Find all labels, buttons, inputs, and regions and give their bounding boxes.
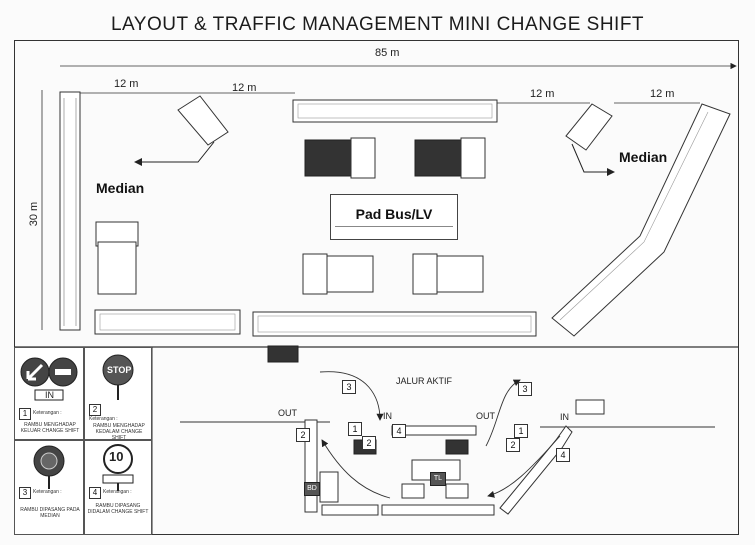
tag-bd: BD	[304, 482, 320, 496]
sign-2-caption: RAMBU MENGHADAP KEDALAM CHANGE SHIFT	[93, 423, 145, 441]
speed-limit-sign-icon	[102, 444, 134, 491]
sign-1-number: 1	[19, 408, 31, 420]
in-arrow-sign-icon	[20, 357, 78, 401]
sign-3-caption: RAMBU DIPASANG PADA MEDIAN	[20, 507, 80, 519]
tag-3-right: 3	[518, 382, 532, 396]
dim-seg1: 12 m	[114, 78, 139, 90]
out-right-label: OUT	[476, 411, 495, 421]
tag-tl: TL	[430, 472, 446, 486]
diagram-frame	[14, 40, 739, 535]
tag-2-out: 2	[296, 428, 310, 442]
dim-seg4: 12 m	[650, 88, 675, 100]
sign-cell-2: STOP 2 Keterangan : RAMBU MENGHADAP KEDA…	[84, 347, 152, 441]
pad-bus-lv: Pad Bus/LV	[330, 194, 458, 240]
tag-1-right: 1	[514, 424, 528, 438]
sign-3-caption-label: Keterangan :	[33, 489, 62, 495]
sign-4-caption-label: Keterangan :	[103, 489, 132, 495]
page-title: LAYOUT & TRAFFIC MANAGEMENT MINI CHANGE …	[110, 14, 645, 35]
tag-4-right: 4	[556, 448, 570, 462]
sign-2-text: STOP	[107, 365, 132, 375]
tag-2-right: 2	[506, 438, 520, 452]
sign-2-caption-label: Keterangan :	[89, 416, 118, 422]
sign-1-text: IN	[45, 390, 54, 400]
pad-label: Pad Bus/LV	[355, 206, 433, 222]
sign-4-caption: RAMBU DIPASANG DIDALAM CHANGE SHIFT	[87, 503, 149, 515]
sign-cell-3: 3 Keterangan : RAMBU DIPASANG PADA MEDIA…	[14, 440, 84, 535]
tag-2-left: 2	[362, 436, 376, 450]
median-left-label: Median	[96, 180, 145, 196]
sign-1-caption-label: Keterangan :	[33, 410, 62, 416]
dim-overall: 85 m	[375, 47, 400, 59]
tag-3-left: 3	[342, 380, 356, 394]
dim-seg3: 12 m	[530, 88, 555, 100]
median-right-label: Median	[619, 149, 668, 165]
sign-1-caption: RAMBU MENGHADAP KELUAR CHANGE SHIFT	[20, 422, 80, 434]
sign-4-text: 10	[109, 449, 124, 464]
no-entry-sign-icon	[33, 445, 65, 489]
in-left-label: IN	[383, 411, 392, 421]
tag-4-center: 4	[392, 424, 406, 438]
sign-cell-1: IN 1 Keterangan : RAMBU MENGHADAP KELUAR…	[14, 347, 84, 440]
sign-cell-4: 10 4 Keterangan : RAMBU DIPASANG DIDALAM…	[84, 440, 152, 535]
tag-1-left: 1	[348, 422, 362, 436]
in-right-label: IN	[560, 412, 569, 422]
dim-height: 30 m	[28, 201, 41, 227]
sign-4-number: 4	[89, 487, 101, 499]
dim-seg2: 12 m	[232, 82, 257, 94]
sign-3-number: 3	[19, 487, 31, 499]
stop-sign-icon	[102, 354, 134, 400]
jalur-aktif-label: JALUR AKTIF	[396, 376, 453, 386]
out-left-label: OUT	[278, 408, 297, 418]
sign-2-number: 2	[89, 404, 101, 416]
